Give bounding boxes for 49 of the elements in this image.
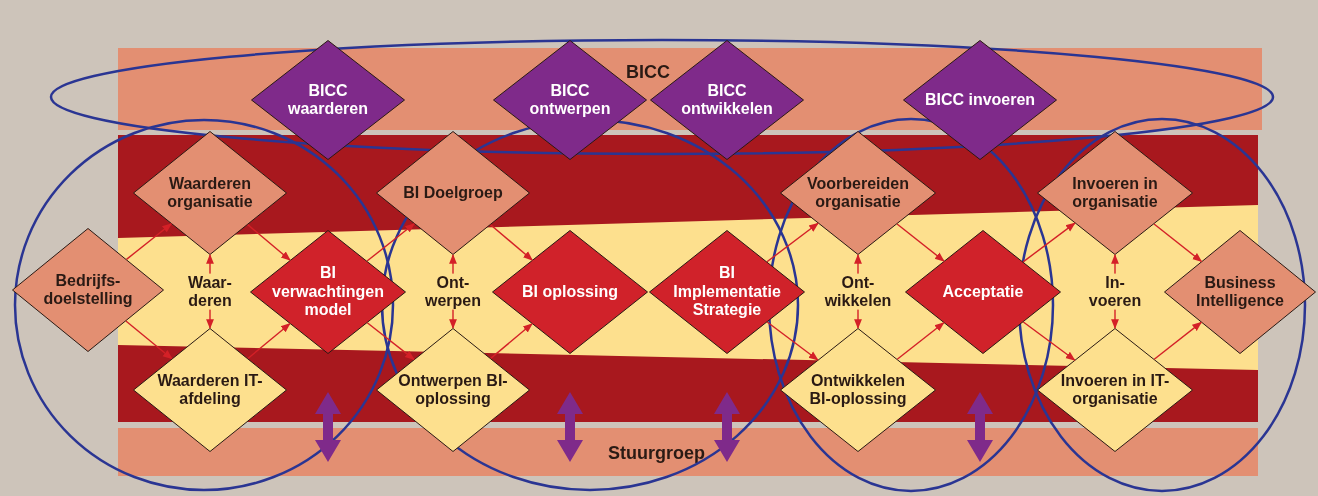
process-diamond — [1164, 230, 1316, 354]
arrow — [896, 322, 945, 360]
arrow — [247, 323, 291, 360]
process-diamond — [133, 328, 287, 452]
process-diamond — [12, 228, 164, 352]
node-label: Ontwikkelen BI-oplossing — [808, 371, 908, 409]
arrow — [1153, 321, 1202, 360]
arrow — [896, 223, 945, 262]
arrow — [766, 222, 819, 263]
node-label: Business Intelligence — [1195, 273, 1285, 311]
node-label: Acceptatie — [941, 282, 1025, 302]
node-label: BI Doelgroep — [402, 183, 504, 203]
arrow — [1022, 222, 1076, 263]
node-label: BI oplossing — [521, 282, 619, 302]
arrow — [489, 224, 533, 261]
process-diamond — [250, 230, 406, 354]
arrow — [366, 223, 415, 262]
node-label: BICC waarderen — [286, 81, 369, 119]
process-diamond — [251, 40, 405, 160]
node-label: Ontwerpen BI-oplossing — [397, 371, 509, 409]
band-label: BICC — [626, 61, 670, 84]
process-diamond — [903, 40, 1057, 160]
arrow — [1022, 321, 1076, 361]
node-label: BI Implementatie Strategie — [672, 264, 782, 320]
arrow — [125, 320, 173, 360]
node-label: Voorbereiden organisatie — [806, 174, 910, 212]
node-label: Invoeren in IT-organisatie — [1059, 371, 1171, 409]
process-diamond — [492, 230, 648, 354]
process-diamond — [780, 328, 936, 452]
process-diamond — [905, 230, 1061, 354]
arrow — [766, 321, 819, 361]
node-label: Waarderen organisatie — [166, 174, 254, 212]
node-label: Invoeren in organisatie — [1071, 174, 1159, 212]
node-label: Waarderen IT-afdeling — [156, 371, 264, 409]
process-diamond — [649, 230, 805, 354]
arrow — [490, 323, 533, 360]
arrow — [247, 223, 291, 261]
node-label: BICC invoeren — [924, 90, 1036, 110]
arrow — [366, 322, 415, 361]
node-label: BI verwachtingen model — [272, 264, 384, 320]
process-diamond — [1037, 328, 1193, 452]
node-label: BICC ontwikkelen — [680, 81, 774, 119]
edge-label: Ont- wikkelen — [822, 273, 894, 310]
node-label: Bedrijfs- doelstelling — [42, 271, 134, 309]
band-label: Stuurgroep — [608, 442, 705, 465]
node-label: BICC ontwerpen — [528, 81, 612, 119]
process-diamond — [376, 328, 530, 452]
arrow — [1153, 223, 1203, 263]
arrow — [125, 223, 172, 261]
